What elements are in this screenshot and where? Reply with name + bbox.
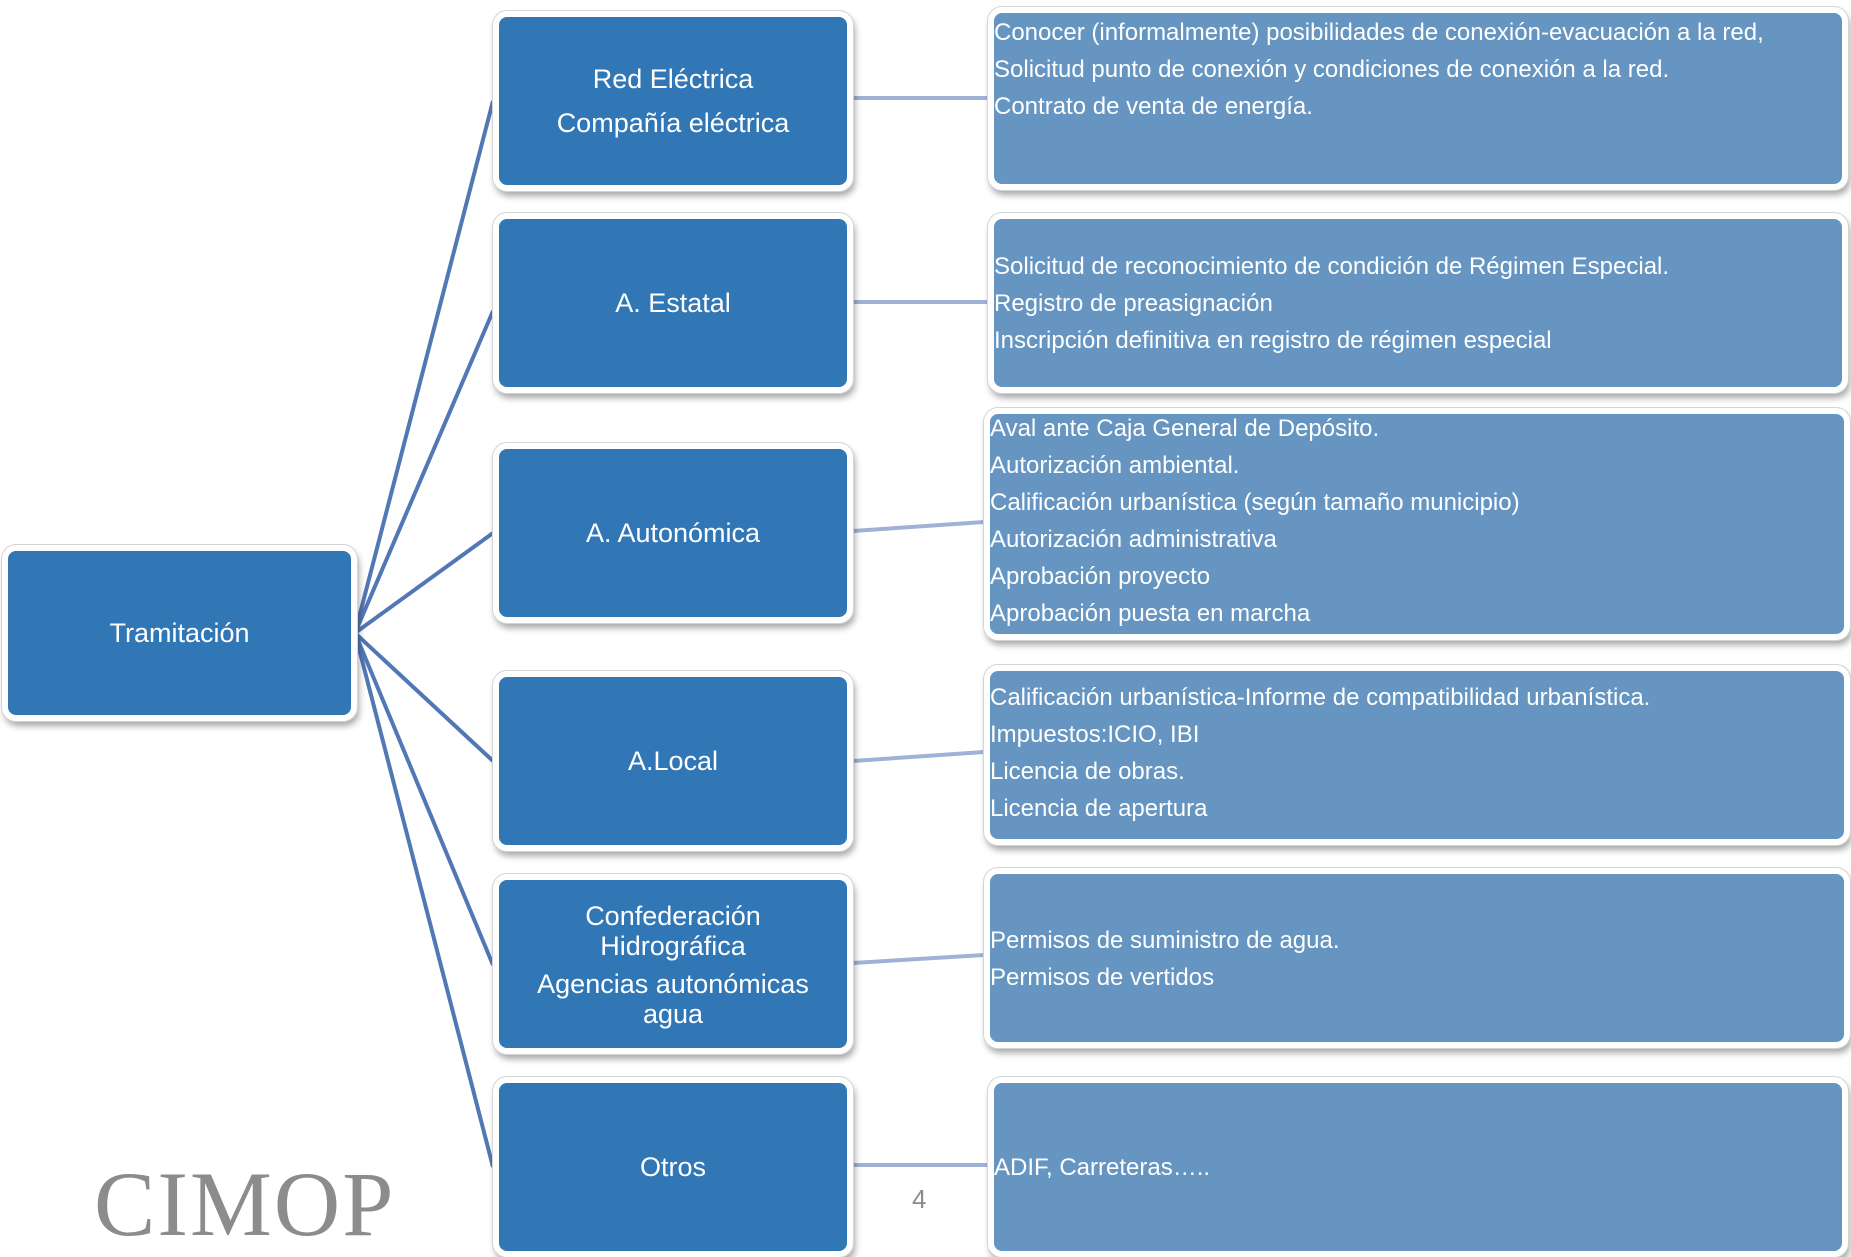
- detail-box-confederacion: Permisos de suministro de agua. Permisos…: [984, 868, 1850, 1048]
- branch-box-red-electrica: Red Eléctrica Compañía eléctrica: [493, 11, 853, 191]
- detail-item: Conocer (informalmente) posibilidades de…: [994, 19, 1764, 46]
- branch-label-line: Compañía eléctrica: [556, 108, 790, 138]
- detail-item: Aprobación proyecto: [990, 563, 1211, 590]
- connector-root-a-local: [353, 631, 495, 763]
- branch-box-confederacion: Confederación Hidrográfica Agencias auto…: [493, 874, 853, 1054]
- detail-item: Autorización ambiental.: [990, 452, 1240, 479]
- connector-detail-confederacion: [852, 953, 985, 965]
- branch-label-line: A.Local: [627, 746, 719, 776]
- branch-label-line: Confederación Hidrográfica: [585, 901, 761, 961]
- detail-item: Autorización administrativa: [990, 526, 1277, 553]
- detail-box-a-local: Calificación urbanística-Informe de comp…: [984, 665, 1850, 845]
- connector-detail-a-local: [852, 750, 985, 763]
- root-box: Tramitación: [2, 545, 357, 721]
- detail-item: Calificación urbanística-Informe de comp…: [990, 684, 1651, 711]
- detail-item: Licencia de obras.: [990, 758, 1185, 785]
- connector-root-confederacion: [353, 632, 495, 966]
- root-label: Tramitación: [109, 617, 250, 648]
- branch-label-line: Red Eléctrica: [592, 64, 754, 94]
- detail-item: Licencia de apertura: [990, 795, 1208, 822]
- cimop-logo: CIMOP: [94, 1153, 396, 1255]
- detail-item: Permisos de vertidos: [990, 964, 1215, 991]
- branch-label-line: A. Estatal: [615, 288, 731, 318]
- detail-item: Registro de preasignación: [994, 289, 1273, 317]
- connector-detail-a-autonomica: [852, 520, 985, 533]
- branch-label-line: Agencias autonómicas agua: [537, 969, 809, 1029]
- branch-box-otros: Otros: [493, 1077, 853, 1257]
- detail-item: ADIF, Carreteras…..: [994, 1153, 1211, 1181]
- detail-item: Solicitud punto de conexión y condicione…: [994, 56, 1670, 83]
- branch-label-line: Otros: [639, 1152, 706, 1182]
- branch-box-a-autonomica: A. Autonómica: [493, 443, 853, 623]
- connector-root-a-estatal: [353, 310, 495, 634]
- connector-root-red-electrica: [353, 100, 495, 634]
- detail-item: Aval ante Caja General de Depósito.: [990, 415, 1380, 442]
- page-number: 4: [912, 1184, 927, 1214]
- detail-item: Permisos de suministro de agua.: [990, 927, 1340, 954]
- detail-box-otros: ADIF, Carreteras…..: [988, 1077, 1848, 1257]
- branch-box-a-local: A.Local: [493, 671, 853, 851]
- detail-item: Aprobación puesta en marcha: [990, 600, 1311, 627]
- branch-label-line: A. Autonómica: [585, 518, 761, 548]
- detail-box-a-autonomica: Aval ante Caja General de Depósito. Auto…: [984, 408, 1850, 640]
- detail-box-a-estatal: Solicitud de reconocimiento de condición…: [988, 213, 1848, 393]
- connector-root-a-autonomica: [353, 531, 495, 635]
- detail-item: Contrato de venta de energía.: [994, 93, 1313, 120]
- connector-root-otros: [353, 632, 495, 1168]
- detail-item: Impuestos:ICIO, IBI: [990, 721, 1200, 748]
- detail-box-red-electrica: Conocer (informalmente) posibilidades de…: [988, 7, 1848, 190]
- detail-item: Calificación urbanística (según tamaño m…: [990, 489, 1520, 516]
- detail-item: Solicitud de reconocimiento de condición…: [994, 252, 1670, 280]
- branch-box-a-estatal: A. Estatal: [493, 213, 853, 393]
- detail-item: Inscripción definitiva en registro de ré…: [994, 326, 1552, 354]
